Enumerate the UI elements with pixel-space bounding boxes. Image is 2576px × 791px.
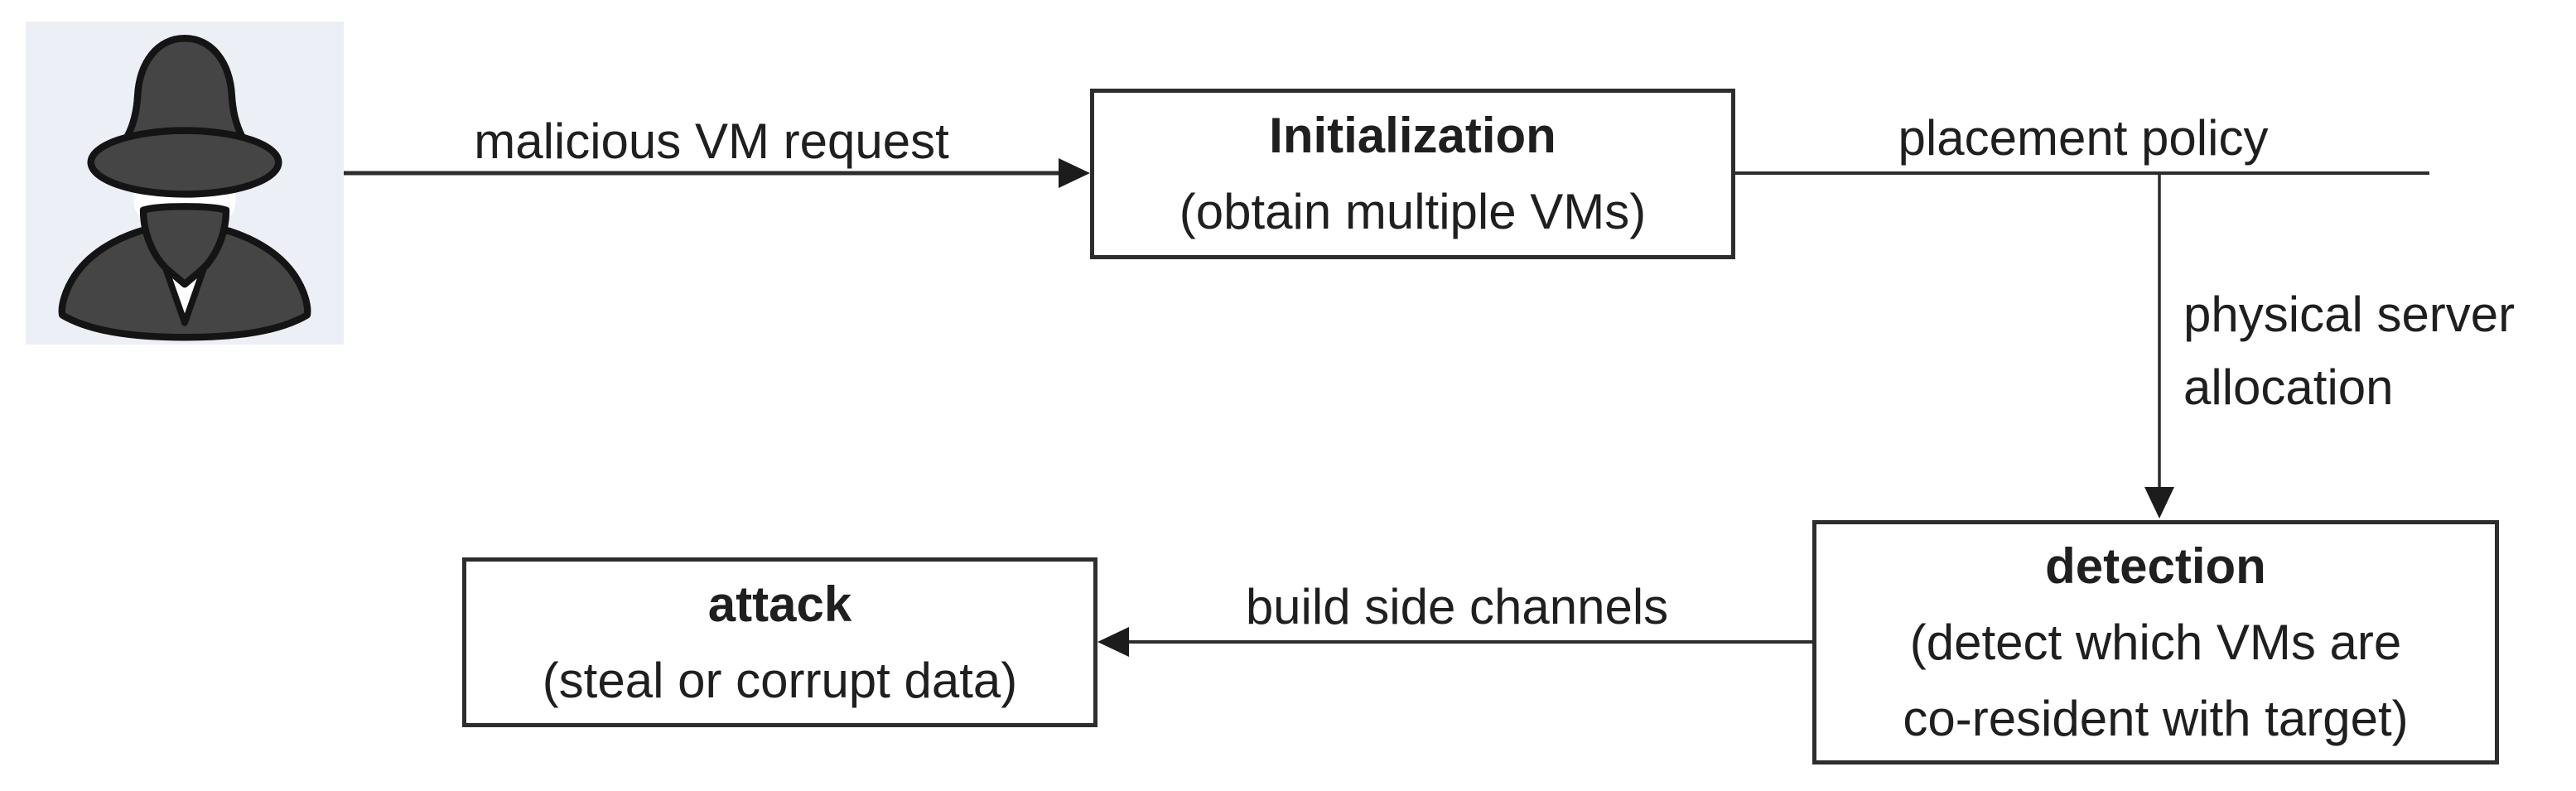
edge-label-placement-policy: placement policy [1898,110,2269,166]
node-initialization: Initialization (obtain multiple VMs) [1090,89,1735,259]
node-detection: detection (detect which VMs are co-resid… [1812,520,2499,764]
edge-label-physical-server-allocation: physical server allocation [2183,278,2515,424]
arrowhead-down-icon [2144,487,2174,518]
node-attack-subtitle: (steal or corrupt data) [542,652,1018,708]
node-detection-title: detection [2045,538,2266,594]
edge-label-physical-server-allocation-line2: allocation [2183,359,2394,415]
node-attack-title: attack [707,576,852,632]
node-initialization-subtitle: (obtain multiple VMs) [1179,184,1647,239]
node-initialization-title: Initialization [1269,108,1556,163]
attacker-icon [26,22,344,345]
spy-attacker-icon [58,35,311,341]
node-attack: attack (steal or corrupt data) [462,557,1097,727]
spy-beard-shape [139,203,230,288]
edge-label-malicious-vm-request: malicious VM request [474,113,949,169]
edge-label-build-side-channels: build side channels [1245,579,1669,634]
spy-hat-brim-shape [87,127,282,198]
edge-label-physical-server-allocation-line1: physical server [2183,287,2516,342]
node-detection-subtitle-line1: (detect which VMs are [1909,614,2402,670]
node-detection-subtitle-line2: co-resident with target) [1903,690,2409,746]
